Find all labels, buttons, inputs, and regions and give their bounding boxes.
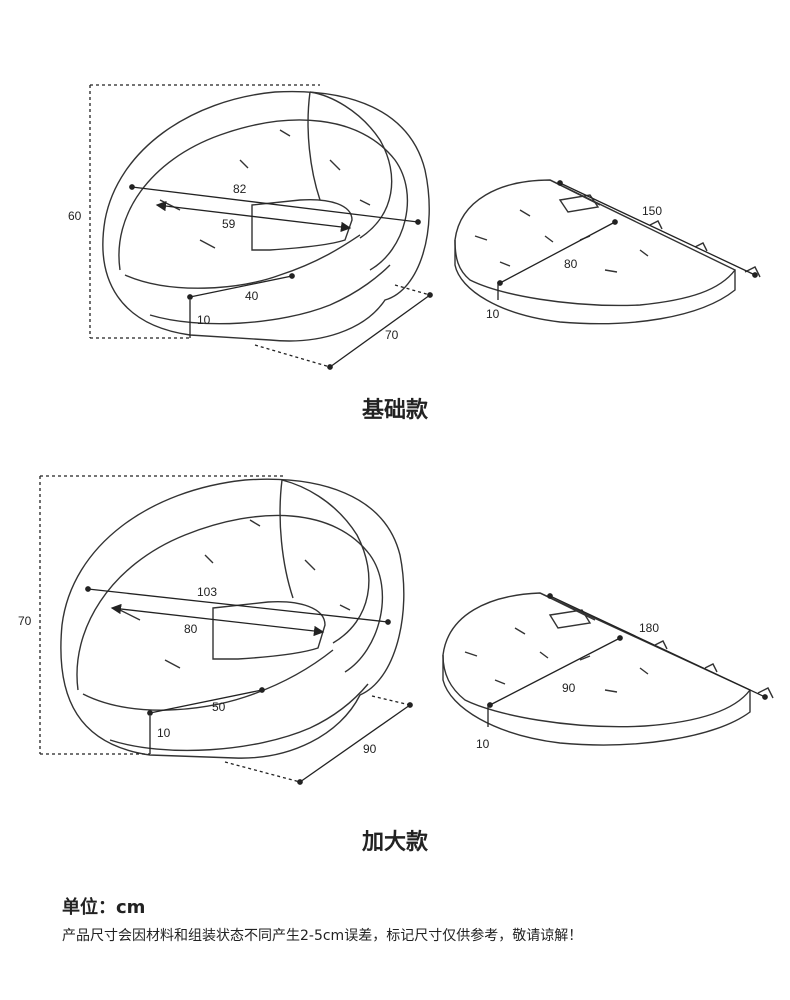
large-chair-width-outer: 103 bbox=[197, 585, 217, 599]
unit-label: 单位：cm bbox=[62, 897, 146, 918]
basic-chair-illustration bbox=[102, 90, 430, 342]
basic-chair-width-inner: 59 bbox=[222, 217, 236, 231]
disclaimer-text: 产品尺寸会因材料和组装状态不同产生2-5cm误差，标记尺寸仅供参考，敬请谅解！ bbox=[62, 928, 583, 944]
basic-chair-dimensions bbox=[89, 84, 433, 370]
basic-cushion-dimensions bbox=[497, 180, 758, 300]
large-chair-dimensions bbox=[39, 475, 413, 785]
large-chair-base-height: 10 bbox=[157, 726, 171, 740]
large-cushion-dimensions bbox=[487, 593, 768, 727]
basic-chair-depth: 70 bbox=[385, 328, 399, 342]
large-chair-depth: 90 bbox=[363, 742, 377, 756]
large-model-title: 加大款 bbox=[361, 830, 428, 855]
large-cushion-length: 180 bbox=[639, 621, 659, 635]
basic-chair-base-height: 10 bbox=[197, 313, 211, 327]
basic-cushion-illustration bbox=[454, 179, 761, 325]
basic-cushion-thickness: 10 bbox=[486, 307, 500, 321]
large-chair-height: 70 bbox=[18, 614, 32, 628]
large-chair-width-inner: 80 bbox=[184, 622, 198, 636]
basic-chair-width-outer: 82 bbox=[233, 182, 247, 196]
large-cushion-width: 90 bbox=[562, 681, 576, 695]
basic-cushion-length: 150 bbox=[642, 204, 662, 218]
large-cushion-thickness: 10 bbox=[476, 737, 490, 751]
basic-cushion-width: 80 bbox=[564, 257, 578, 271]
large-chair-seat-depth: 50 bbox=[212, 700, 226, 714]
large-cushion-illustration bbox=[442, 592, 774, 746]
basic-chair-seat-depth: 40 bbox=[245, 289, 259, 303]
basic-chair-height: 60 bbox=[68, 209, 82, 223]
basic-model-title: 基础款 bbox=[361, 398, 428, 423]
